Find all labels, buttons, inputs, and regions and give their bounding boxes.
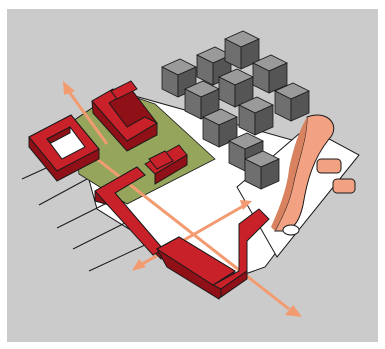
- grey-cube: [245, 151, 279, 189]
- axonometric-diagram: [7, 9, 378, 342]
- pier-hole: [283, 225, 299, 235]
- grey-cube: [253, 55, 287, 93]
- grey-cube: [275, 83, 309, 121]
- axonometric-scene: [7, 9, 378, 342]
- pier-block: [333, 179, 355, 193]
- grey-cube: [239, 97, 273, 135]
- pier-block: [317, 159, 341, 173]
